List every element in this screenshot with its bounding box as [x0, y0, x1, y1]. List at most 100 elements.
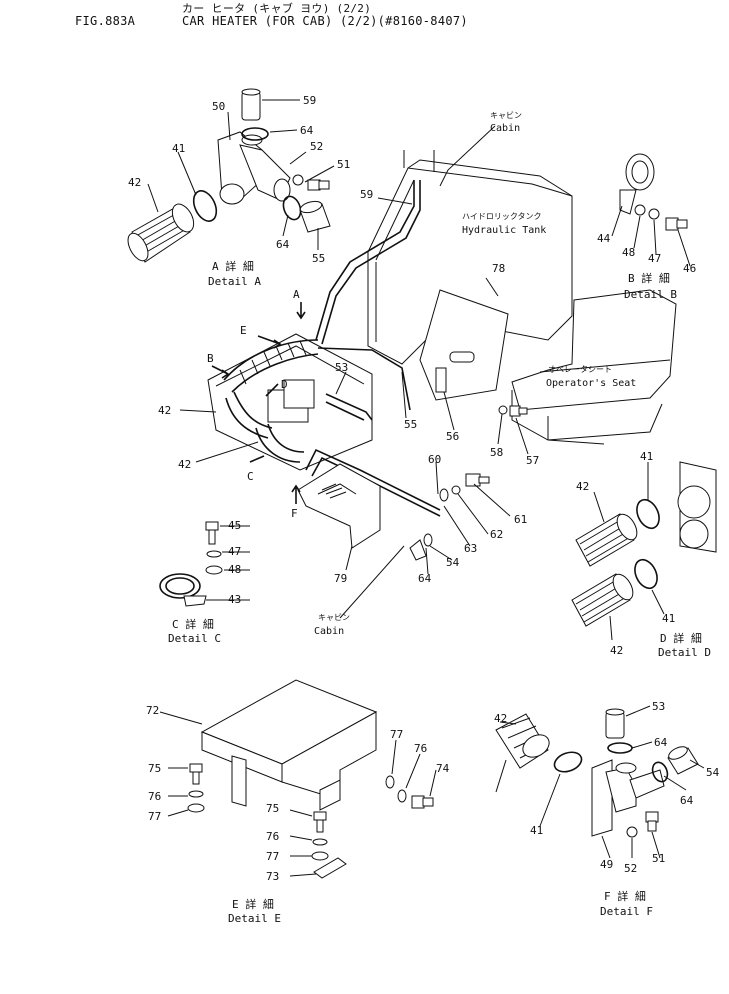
part-number-75: 75	[266, 802, 279, 815]
part-number-42: 42	[128, 176, 141, 189]
detail-e-group: 72 75 76 77 77 76 74 75 76 77 73 E 詳 細 D…	[146, 679, 450, 925]
hose-55-main	[317, 347, 411, 411]
hydraulic-tank-label: Hydraulic Tank	[462, 225, 546, 236]
figure-number: FIG.883A	[75, 14, 136, 28]
part-number-78: 78	[492, 262, 505, 275]
mount-clamp-44	[619, 153, 655, 215]
part-number-48: 48	[228, 563, 241, 576]
part-number-64: 64	[654, 736, 668, 749]
bolt-51-detail-f	[645, 811, 659, 832]
detail-d-caption-japanese: D 詳 細	[660, 631, 702, 645]
view-arrow-b	[211, 365, 230, 379]
main-duct-hose	[223, 339, 319, 463]
washer-76-detail-e-center	[312, 838, 328, 846]
part-number-52: 52	[310, 140, 323, 153]
corrugated-hose-42-detail-a	[127, 203, 195, 263]
spring-clamp-64-top	[241, 127, 269, 141]
part-number-45: 45	[228, 519, 241, 532]
detail-f-caption-japanese: F 詳 細	[604, 889, 646, 903]
part-number-51: 51	[652, 852, 665, 865]
part-number-64: 64	[300, 124, 314, 137]
part-number-41: 41	[640, 450, 653, 463]
part-number-64: 64	[680, 794, 694, 807]
part-number-51: 51	[337, 158, 350, 171]
washer-62	[451, 485, 461, 495]
figure-title-japanese: カー ヒータ (キャブ ヨウ) (2/2)	[182, 2, 372, 15]
part-number-77: 77	[266, 850, 279, 863]
spring-clamp-64-detail-f-top	[607, 742, 633, 754]
pipe-60-main	[305, 448, 441, 511]
bolt-75-detail-e-center	[313, 811, 327, 833]
spring-clamp-64-detail-f-side	[651, 761, 669, 783]
washer-47-detail-b	[648, 208, 660, 220]
cover-72-detail-e	[200, 679, 378, 811]
part-number-74: 74	[436, 762, 450, 775]
part-number-59: 59	[360, 188, 373, 201]
bolt-75-detail-e-left	[189, 763, 203, 785]
view-label-b: B	[207, 352, 214, 365]
cabin-pointer-bottom	[339, 545, 405, 619]
bolt-51-detail-a	[307, 179, 330, 191]
elbow-fitting-50	[217, 131, 291, 205]
part-number-64: 64	[418, 572, 432, 585]
bolt-61	[465, 473, 490, 487]
part-number-42: 42	[610, 644, 623, 657]
detail-e-caption: Detail E	[228, 912, 281, 925]
heater-unit	[207, 333, 373, 471]
part-number-54: 54	[446, 556, 460, 569]
hydraulic-tank	[367, 150, 573, 365]
washer-58	[498, 405, 508, 415]
cabin-label-bottom-japanese: キャビン	[318, 613, 350, 622]
part-number-55: 55	[312, 252, 325, 265]
part-number-52: 52	[624, 862, 637, 875]
detail-f-group: 42 53 64 54 64 41 49 52 51 F 詳 細 Detail …	[494, 700, 720, 918]
view-label-f: F	[291, 507, 298, 520]
bolt-45-detail-c	[205, 521, 219, 545]
cabin-label-bottom: Cabin	[314, 626, 344, 637]
detail-c-caption-japanese: C 詳 細	[172, 617, 214, 631]
detail-f-caption: Detail F	[600, 905, 653, 918]
hose-59-main-inner	[321, 180, 421, 345]
corrugated-hose-42-detail-d-upper	[575, 513, 638, 567]
hydraulic-tank-label-japanese: ハイドロリックタンク	[462, 212, 542, 221]
duct-plate-detail-d	[677, 461, 717, 553]
part-number-60: 60	[428, 453, 441, 466]
hose-55-detail-a	[299, 200, 331, 233]
part-number-76: 76	[266, 830, 279, 843]
corrugated-hose-42-detail-f	[495, 713, 550, 769]
hose-59-detail-a	[241, 88, 261, 121]
part-number-55: 55	[404, 418, 417, 431]
clamp-64-main	[423, 533, 433, 547]
bolt-74-detail-e	[411, 795, 434, 809]
operator-seat-label: Operator's Seat	[546, 378, 636, 389]
washer-76-detail-e-left	[188, 790, 204, 798]
bolt-46-detail-b	[665, 217, 688, 231]
hose-clamp-41-detail-a	[192, 190, 218, 222]
part-number-47: 47	[648, 252, 661, 265]
view-label-a: A	[293, 288, 300, 301]
hose-clamp-41-detail-f	[553, 751, 583, 773]
part-number-53: 53	[335, 361, 348, 374]
part-number-41: 41	[172, 142, 185, 155]
figure-title: CAR HEATER (FOR CAB) (2/2)(#8160-8407)	[182, 14, 468, 28]
bolt-57	[509, 405, 528, 417]
detail-c-group: 45 47 48 43 C 詳 細 Detail C	[159, 519, 250, 645]
cabin-label-top-japanese: キャビン	[490, 111, 522, 120]
part-number-77: 77	[148, 810, 161, 823]
bracket-79	[297, 463, 381, 549]
part-number-77: 77	[390, 728, 403, 741]
part-number-63: 63	[464, 542, 477, 555]
detail-a-group: 59 50 64 41 52 51 42 64 55 A 詳 細 Detail …	[127, 88, 350, 288]
view-label-c: C	[247, 470, 254, 483]
hose-53-main-inner	[325, 401, 365, 421]
view-arrow-d	[265, 383, 279, 397]
hose-54-detail-f	[667, 746, 699, 775]
detail-b-caption: Detail B	[624, 288, 677, 301]
washer-76-detail-e-right	[397, 789, 407, 803]
washer-52-detail-f	[626, 826, 638, 838]
washer-77-detail-e-center	[311, 851, 329, 861]
view-arrow-f	[291, 484, 301, 504]
part-number-57: 57	[526, 454, 539, 467]
